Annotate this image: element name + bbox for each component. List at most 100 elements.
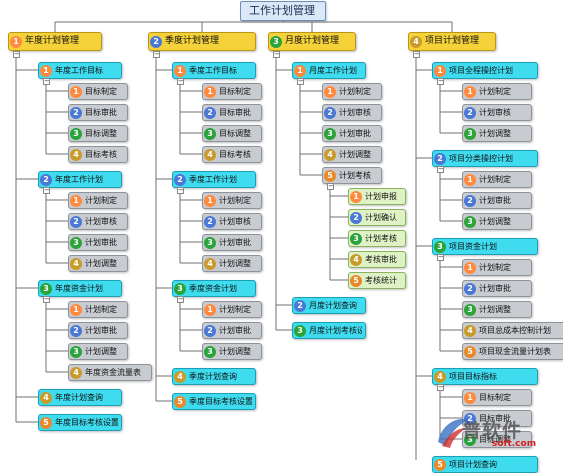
number-badge-icon: 3 — [70, 236, 82, 249]
collapse-toggle[interactable]: − — [413, 50, 420, 58]
leaf-node-label: 计划调整 — [219, 259, 251, 268]
number-badge-icon: 2 — [204, 215, 216, 228]
collapse-toggle[interactable]: − — [177, 77, 184, 85]
leaf-node-label: 计划调整 — [219, 347, 251, 356]
collapse-toggle[interactable]: − — [177, 186, 184, 194]
leaf-node-label: 计划审核 — [219, 217, 251, 226]
collapse-toggle[interactable]: − — [437, 253, 444, 261]
collapse-toggle[interactable]: − — [177, 295, 184, 303]
leaf-node-label: 计划制定 — [479, 263, 511, 272]
root-node[interactable]: 工作计划管理 — [240, 1, 326, 21]
collapse-toggle[interactable]: − — [437, 383, 444, 391]
collapse-toggle[interactable]: − — [273, 50, 280, 58]
collapse-toggle[interactable]: − — [153, 50, 160, 58]
number-badge-icon: 4 — [40, 391, 52, 404]
collapse-toggle[interactable]: − — [437, 77, 444, 85]
leaf-node-label: 计划调整 — [339, 150, 371, 159]
collapse-toggle[interactable]: − — [43, 77, 50, 85]
collapse-toggle[interactable]: − — [43, 186, 50, 194]
collapse-toggle[interactable]: − — [437, 165, 444, 173]
collapse-toggle[interactable]: − — [297, 77, 304, 85]
collapse-toggle[interactable]: − — [43, 295, 50, 303]
subbranch-node-label: 年度工作目标 — [55, 66, 103, 75]
subbranch-node-label: 年度工作计划 — [55, 175, 103, 184]
subbranch-node[interactable]: 3月度计划考核设置 — [292, 322, 366, 339]
leaf-node-label: 目标考核 — [85, 150, 117, 159]
collapse-toggle[interactable]: − — [327, 182, 334, 190]
collapse-toggle[interactable]: − — [13, 50, 20, 58]
number-badge-icon: 4 — [174, 370, 186, 383]
subbranch-node-label: 季度工作计划 — [189, 175, 237, 184]
number-badge-icon: 4 — [70, 148, 82, 161]
